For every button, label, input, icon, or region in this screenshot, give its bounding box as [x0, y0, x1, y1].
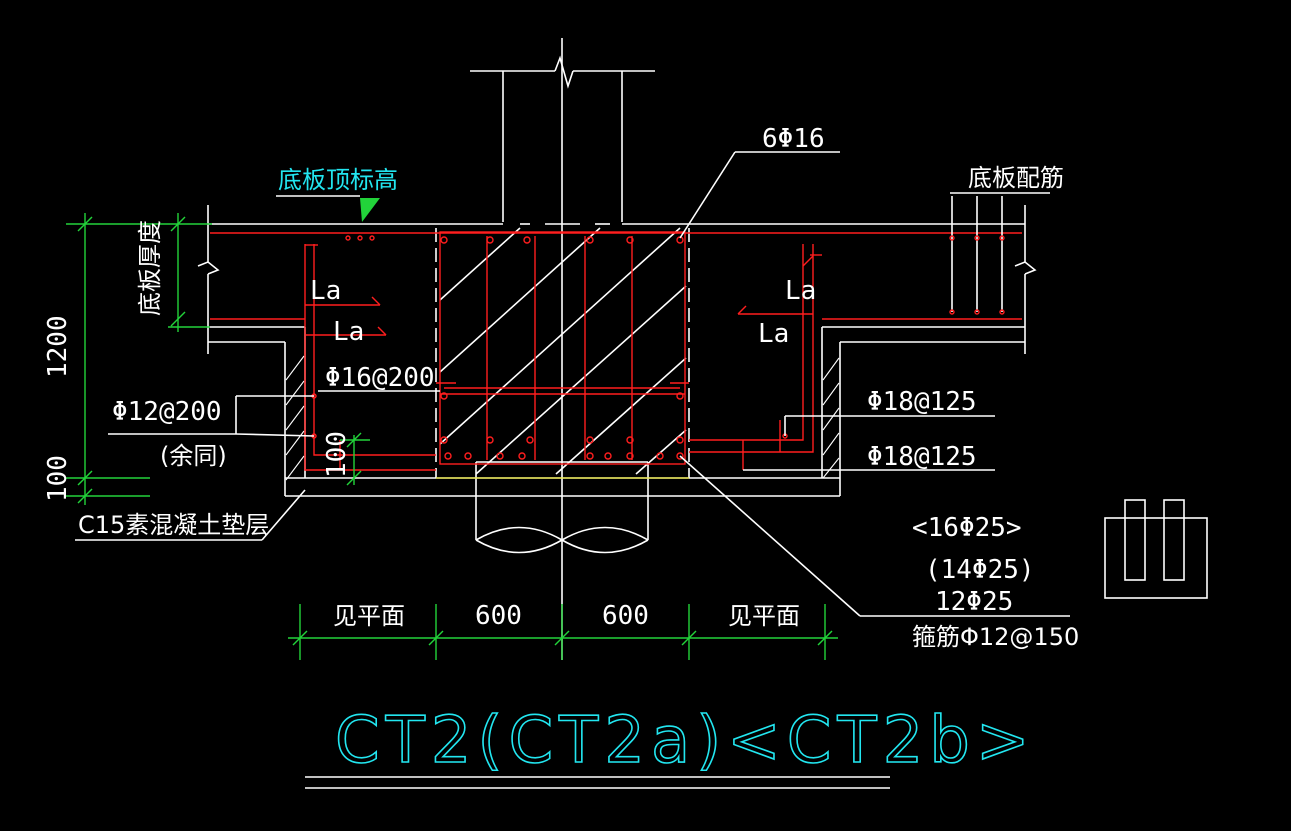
side-bar-label: Φ12@200	[112, 397, 222, 427]
anchor-label-la-2: La	[333, 317, 364, 347]
height-dimension: 1200	[43, 315, 73, 378]
elevation-marker-icon	[360, 198, 380, 222]
side-bar-note: (余同)	[160, 442, 227, 470]
anchor-label-la-3: La	[785, 276, 816, 306]
top-bar-label: 6Φ16	[762, 124, 825, 154]
elevation-label: 底板顶标高	[278, 166, 398, 194]
width-dimension-3: 600	[602, 601, 649, 631]
anchor-label-la-4: La	[758, 319, 789, 349]
cushion-label: C15素混凝土垫层	[78, 511, 269, 539]
drawing-title: CT2(CT2a)<CT2b>	[335, 704, 1036, 778]
wall-hatch	[285, 355, 840, 481]
mid-bar-label: Φ16@200	[325, 363, 435, 393]
slab-rebar-label: 底板配筋	[968, 164, 1064, 192]
rebar	[210, 196, 1022, 471]
right-bar-label-2: Φ18@125	[867, 442, 977, 472]
width-dimension-2: 600	[475, 601, 522, 631]
rebar-dots	[311, 235, 1005, 460]
bottom-bar-alt-a: (14Φ25)	[925, 555, 1035, 585]
pile	[475, 461, 649, 554]
width-dimension-4: 见平面	[728, 602, 800, 630]
cushion-dimension: 100	[43, 455, 73, 502]
bottom-bar-main: 12Φ25	[935, 587, 1013, 617]
dimension-lines	[66, 213, 838, 660]
slab-thickness-label: 底板厚度	[136, 220, 164, 316]
leader-lines	[75, 151, 1070, 617]
width-dimension-1: 见平面	[333, 602, 405, 630]
legend-symbol	[1104, 499, 1208, 599]
column-outline	[470, 55, 655, 222]
stirrup-label: 箍筋Φ12@150	[912, 623, 1079, 651]
right-bar-label-1: Φ18@125	[867, 387, 977, 417]
anchor-label-la-1: La	[310, 276, 341, 306]
bottom-bar-alt-b: <16Φ25>	[912, 513, 1022, 543]
cushion-inner-dimension: 100	[322, 431, 352, 478]
